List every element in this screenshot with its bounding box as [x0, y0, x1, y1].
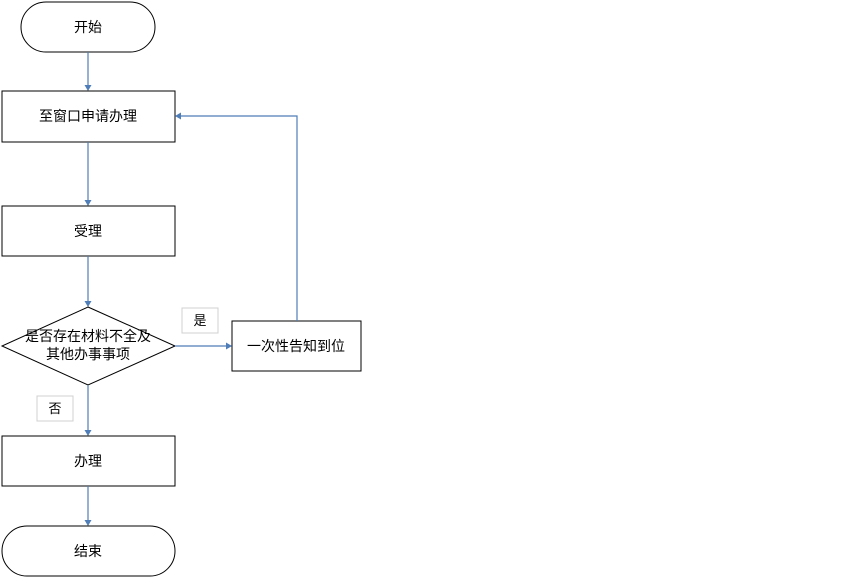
- decision-label-line1: 是否存在材料不全及: [25, 328, 151, 345]
- accept-node: 受理: [1, 205, 176, 257]
- process-label: 办理: [74, 454, 102, 470]
- start-node: 开始: [20, 1, 156, 53]
- decision-label-line2: 其他办事事项: [46, 347, 130, 363]
- process-node: 办理: [1, 435, 176, 487]
- edge-process-to-end: [84, 486, 92, 526]
- accept-label: 受理: [74, 224, 102, 240]
- yes-label: 是: [193, 314, 206, 329]
- notify-label: 一次性告知到位: [247, 338, 345, 355]
- apply-node: 至窗口申请办理: [1, 90, 176, 143]
- yes-edge-label: 是: [181, 307, 219, 334]
- edge-start-to-apply: [84, 52, 92, 91]
- notify-node: 一次性告知到位: [231, 320, 362, 372]
- decision-node: 是否存在材料不全及 其他办事事项: [0, 306, 177, 386]
- end-node: 结束: [1, 525, 176, 577]
- edge-apply-to-accept: [84, 142, 92, 206]
- no-label: 否: [48, 402, 61, 417]
- edge-accept-to-decision: [84, 256, 92, 307]
- edge-decision-to-process: [84, 385, 92, 436]
- edge-notify-to-apply: [175, 112, 298, 321]
- start-label: 开始: [74, 20, 102, 36]
- edge-decision-to-notify: [175, 342, 232, 350]
- end-label: 结束: [74, 544, 102, 560]
- no-edge-label: 否: [36, 395, 74, 422]
- apply-label: 至窗口申请办理: [39, 108, 137, 125]
